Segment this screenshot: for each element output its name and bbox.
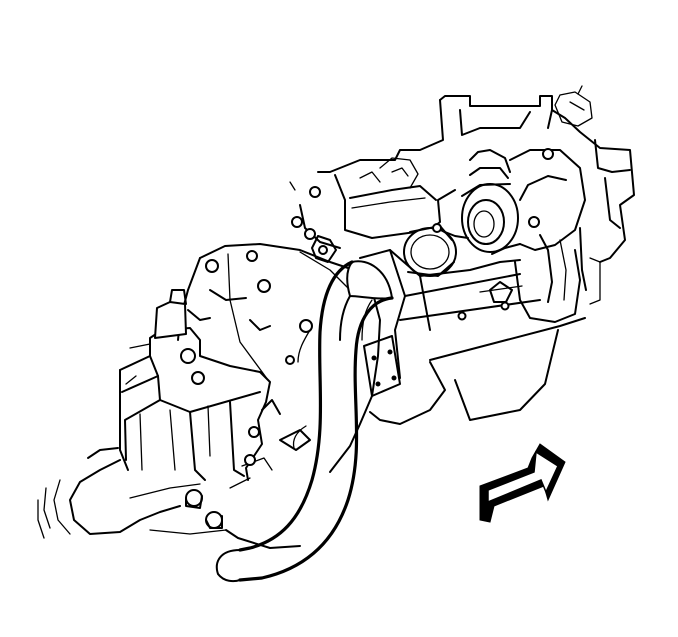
engine-block bbox=[289, 85, 635, 263]
exhaust-pipe bbox=[215, 260, 394, 583]
transmission bbox=[37, 289, 301, 549]
arrow-icon bbox=[479, 443, 566, 523]
turbocharger bbox=[439, 148, 601, 323]
oil-pan bbox=[359, 249, 586, 425]
